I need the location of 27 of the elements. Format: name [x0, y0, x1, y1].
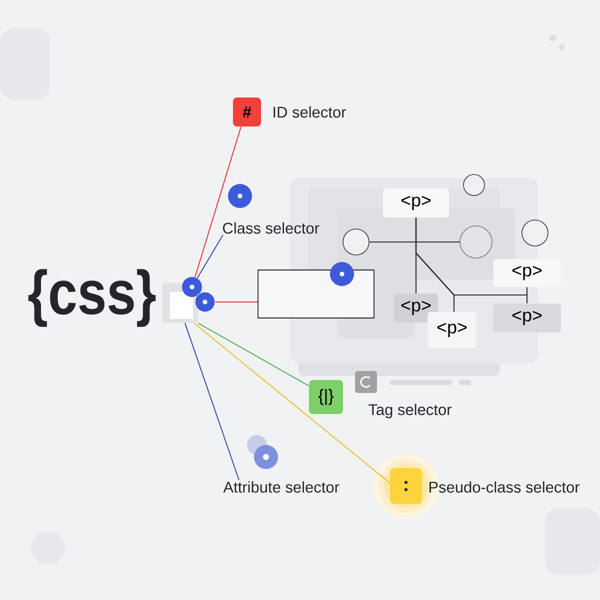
connector-line: [369, 241, 460, 243]
symbol-tile: :: [390, 468, 422, 504]
connector-line: [184, 322, 240, 481]
css-title: {css}: [28, 269, 156, 327]
tag-box: <p>: [394, 294, 438, 322]
tag-box: <p>: [383, 188, 449, 218]
circle-node: [342, 228, 370, 256]
selector-label: Tag selector: [368, 404, 452, 418]
circle-node: [463, 174, 485, 196]
connector-line: [194, 322, 390, 484]
tag-box: <p>: [494, 259, 560, 287]
circle-node: [460, 226, 492, 258]
circle-node: [522, 220, 548, 246]
tag-box: <p>: [493, 304, 561, 332]
selector-label: Pseudo-class selector: [429, 481, 580, 493]
element-box: [258, 270, 374, 318]
selector-label: Class selector: [222, 222, 320, 234]
selector-label: ID selector: [274, 106, 346, 118]
connector-line: [196, 234, 224, 279]
dot-icon: [182, 277, 202, 297]
dot-icon: [194, 292, 216, 312]
symbol-tile: #: [233, 98, 261, 126]
connector-line: [194, 126, 242, 278]
connector-line: [198, 322, 310, 386]
symbol-tile: {|}: [309, 380, 343, 414]
selector-label: Attribute selector: [223, 481, 340, 493]
tag-box: <p>: [428, 312, 476, 348]
